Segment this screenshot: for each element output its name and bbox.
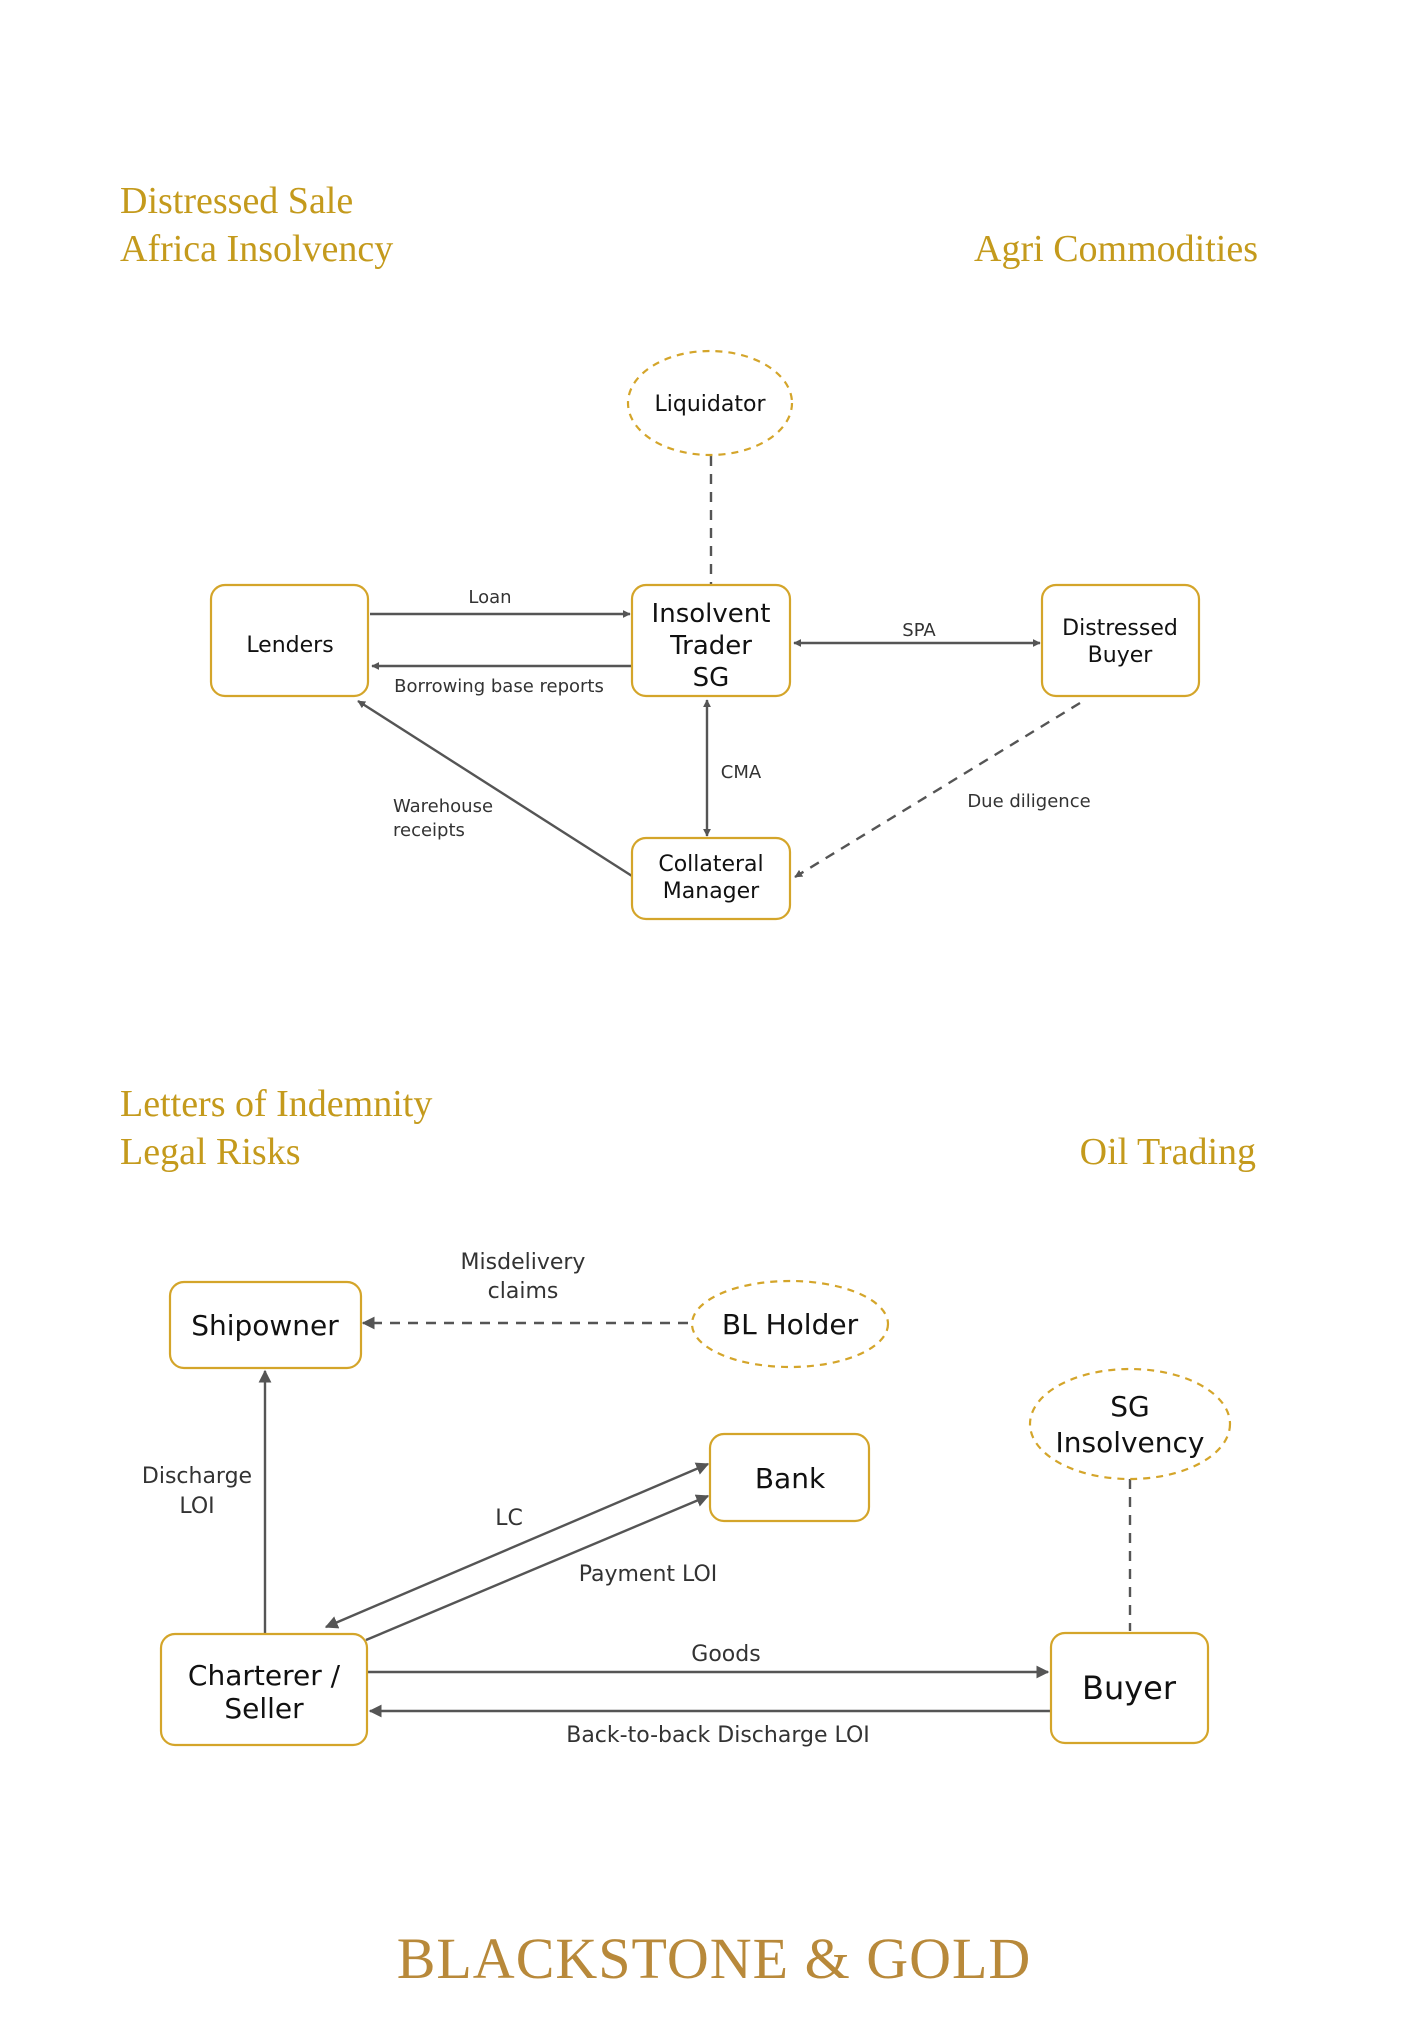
section2-heading-subtitle: Legal Risks [120,1131,301,1173]
node-charterer-seller: Charterer / Seller [159,1632,369,1747]
edge-payment-loi [365,1494,710,1642]
insolvent-trader-label-line1: Insolvent [652,599,771,629]
charterer-seller-label-line2: Seller [224,1692,304,1725]
label-warehouse-receipts-line2: receipts [393,820,465,841]
label-due-diligence: Due diligence [967,791,1090,812]
distressed-buyer-label-line2: Buyer [1088,643,1154,668]
collateral-manager-label-line2: Manager [663,879,760,904]
brand-footer: BLACKSTONE & GOLD [396,1926,1032,1991]
section1-heading-title: Distressed Sale [120,180,354,222]
section1-heading-right: Agri Commodities [974,228,1258,270]
diagram-distressed-sale: Liquidator Lenders Insolvent Trader SG D… [209,349,1201,921]
label-warehouse-receipts-line1: Warehouse [393,796,493,817]
diagram-letters-of-indemnity: Shipowner BL Holder Bank SG Insolvency C… [142,1250,1232,1748]
insolvent-trader-label-line2: Trader [669,631,752,661]
node-lenders: Lenders [209,583,370,698]
charterer-seller-label-line1: Charterer / [188,1659,341,1692]
label-misdelivery-claims-line2: claims [488,1279,559,1304]
bl-holder-label: BL Holder [722,1308,859,1341]
edge-due-diligence [794,701,1081,879]
section2-heading-right: Oil Trading [1079,1131,1256,1173]
label-goods: Goods [691,1642,760,1667]
sg-insolvency-label-line2: Insolvency [1055,1426,1204,1459]
node-liquidator: Liquidator [626,349,794,457]
edge-warehouse-receipts [357,699,633,878]
label-discharge-loi-line2: LOI [179,1494,214,1519]
lenders-label: Lenders [246,633,333,658]
sg-insolvency-label-line1: SG [1110,1390,1149,1423]
node-distressed-buyer: Distressed Buyer [1040,583,1201,698]
label-loan: Loan [468,587,511,608]
shipowner-label: Shipowner [191,1309,339,1342]
node-shipowner: Shipowner [168,1280,363,1370]
section1-heading-subtitle: Africa Insolvency [120,228,394,270]
label-borrowing-base-reports: Borrowing base reports [394,676,604,697]
section2-heading-title: Letters of Indemnity [120,1083,433,1125]
bank-label: Bank [755,1462,826,1495]
label-spa: SPA [902,620,936,641]
label-payment-loi: Payment LOI [579,1562,718,1587]
edge-lc [324,1462,710,1629]
node-bl-holder: BL Holder [690,1279,890,1369]
node-bank: Bank [708,1432,871,1523]
collateral-manager-label-line1: Collateral [658,852,763,877]
label-back-to-back-discharge-loi: Back-to-back Discharge LOI [566,1723,870,1748]
label-misdelivery-claims-line1: Misdelivery [461,1250,586,1275]
node-buyer: Buyer [1049,1631,1210,1745]
buyer-label: Buyer [1082,1669,1177,1707]
insolvent-trader-label-line3: SG [693,663,730,693]
node-insolvent-trader: Insolvent Trader SG [630,583,792,698]
node-collateral-manager: Collateral Manager [630,836,792,921]
node-sg-insolvency: SG Insolvency [1028,1367,1232,1481]
liquidator-label: Liquidator [655,392,767,417]
distressed-buyer-label-line1: Distressed [1062,616,1178,641]
label-cma: CMA [721,762,762,783]
label-lc: LC [495,1506,523,1531]
label-discharge-loi-line1: Discharge [142,1464,252,1489]
